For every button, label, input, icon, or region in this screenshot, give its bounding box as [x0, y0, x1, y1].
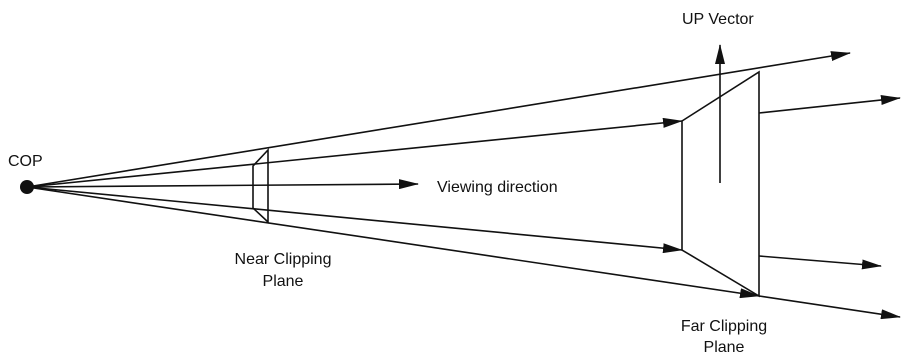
- near-plane-label-line2: Plane: [263, 273, 304, 290]
- viewing-direction-label: Viewing direction: [437, 179, 558, 196]
- cop-label: COP: [8, 153, 43, 170]
- up-vector-label: UP Vector: [682, 11, 754, 28]
- ray-extension-bottom: [758, 295, 901, 320]
- ray-extension-lower: [758, 255, 882, 270]
- ray-bottom-inner: [26, 186, 683, 254]
- ray-top-inner: [26, 117, 683, 188]
- near-plane-label-line1: Near Clipping: [235, 251, 332, 268]
- far-plane-label-line2: Plane: [704, 339, 745, 356]
- ray-extension-upper: [758, 95, 901, 114]
- far-clipping-plane-shape: [681, 70, 760, 298]
- viewing-direction-arrow: [26, 179, 419, 190]
- far-plane-label-line1: Far Clipping: [681, 318, 767, 335]
- cop-point: [20, 180, 34, 194]
- near-clipping-plane-shape: [252, 147, 269, 224]
- ray-bottom-outer: [26, 186, 760, 299]
- ray-top-outer: [26, 51, 851, 188]
